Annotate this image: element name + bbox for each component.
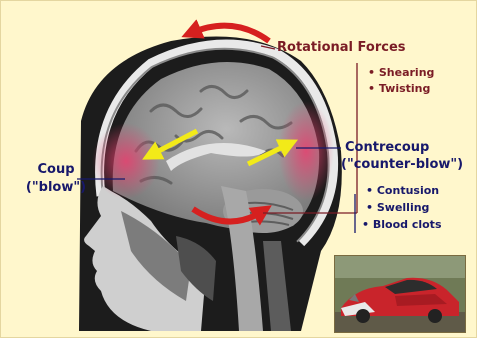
crashed-car-photo bbox=[334, 255, 466, 333]
coup-title: Coup bbox=[33, 163, 79, 178]
contrecoup-item-blood-clots: • Blood clots bbox=[362, 219, 442, 232]
rotational-item-twisting: • Twisting bbox=[368, 83, 430, 96]
crashed-car-icon bbox=[335, 256, 465, 332]
contrecoup-subtitle: ("counter-blow") bbox=[341, 158, 463, 173]
contrecoup-item-contusion: • Contusion bbox=[366, 185, 439, 198]
coup-subtitle: ("blow") bbox=[25, 181, 87, 196]
contrecoup-item-swelling: • Swelling bbox=[366, 202, 429, 215]
rotational-forces-title: Rotational Forces bbox=[277, 41, 406, 56]
rotational-item-shearing: • Shearing bbox=[368, 67, 434, 80]
contrecoup-title: Contrecoup bbox=[345, 141, 429, 156]
